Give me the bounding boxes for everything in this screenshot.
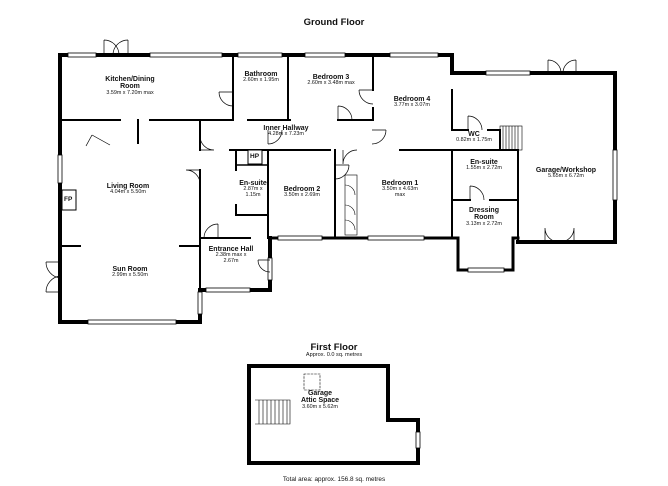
room-name: Bedroom 1 <box>381 180 419 187</box>
room-name: Entrance Hall <box>208 246 254 253</box>
room-bedroom1: Bedroom 1 3.50m x 4.63m max <box>377 180 423 199</box>
room-garage: Garage/Workshop 5.65m x 6.72m <box>536 167 596 180</box>
room-name: WC <box>468 131 480 138</box>
room-dims: 2.87m x 1.15m <box>243 186 263 199</box>
room-name: Sun Room <box>112 266 148 273</box>
ground-floor-title: Ground Floor <box>303 17 365 28</box>
room-dressing: Dressing Room 3.13m x 2.72m <box>460 207 508 227</box>
room-name: Garage Attic Space <box>300 390 340 405</box>
windows <box>57 52 618 325</box>
room-name: Garage/Workshop <box>535 167 597 174</box>
total-area: Total area: approx. 156.8 sq. metres <box>282 476 386 483</box>
room-ensuite-large: En-suite 1.55m x 2.72m <box>466 159 502 172</box>
room-attic: Garage Attic Space 3.60m x 5.62m <box>300 390 340 410</box>
room-dims: 4.04m x 5.50m <box>110 189 146 196</box>
room-dims: 2.60m x 1.95m <box>243 77 279 84</box>
fixtures <box>61 149 263 211</box>
first-floor-title: First Floor <box>310 342 358 353</box>
room-living: Living Room 4.04m x 5.50m <box>98 183 158 196</box>
fireplace-tag: FP <box>64 196 73 203</box>
room-name: Bedroom 2 <box>283 186 321 193</box>
room-bedroom3: Bedroom 3 2.60m x 3.48m max <box>306 74 356 87</box>
room-name: Bathroom <box>244 71 278 78</box>
room-wc: WC 0.82m x 1.75m <box>456 131 492 144</box>
room-dims: 0.82m x 1.75m <box>456 137 492 144</box>
room-name: Bedroom 4 <box>393 96 431 103</box>
room-dims: 3.60m x 5.62m <box>302 403 338 410</box>
room-dims: 3.50m x 2.69m <box>284 192 320 199</box>
room-dims: 2.99m x 5.50m <box>112 272 148 279</box>
room-dims: 3.13m x 2.72m <box>466 220 502 227</box>
room-bedroom2: Bedroom 2 3.50m x 2.69m <box>284 186 321 199</box>
room-entrance: Entrance Hall 2.38m max x 2.67m <box>207 246 255 265</box>
room-kitchen: Kitchen/Dining Room 3.59m x 7.20m max <box>95 76 165 96</box>
doors <box>45 39 577 293</box>
room-dims: 4.28m x 7.23m <box>268 131 304 138</box>
heat-pump-tag: HP <box>250 153 260 160</box>
room-dims: 5.65m x 6.72m <box>548 173 584 180</box>
room-name: Bedroom 3 <box>312 74 350 81</box>
room-sun: Sun Room 2.99m x 5.50m <box>100 266 160 279</box>
room-dims: 3.50m x 4.63m max <box>382 186 418 199</box>
room-bedroom4: Bedroom 4 3.77m x 3.07m <box>394 96 431 109</box>
first-floor-walls <box>247 364 421 465</box>
room-dims: 1.55m x 2.72m <box>466 165 502 172</box>
room-ensuite-small: En-suite 2.87m x 1.15m <box>238 180 268 199</box>
staircase-ground <box>499 125 523 151</box>
staircase-first <box>255 399 291 425</box>
room-dims: 2.60m x 3.48m max <box>307 80 355 87</box>
room-name: Dressing Room <box>469 207 499 222</box>
room-name: En-suite <box>239 180 267 187</box>
wardrobe <box>344 174 358 236</box>
room-bathroom: Bathroom 2.60m x 1.95m <box>243 71 279 84</box>
room-inner-hallway: Inner Hallway 4.28m x 7.23m <box>261 125 311 138</box>
room-dims: 3.59m x 7.20m max <box>106 89 154 96</box>
room-name: En-suite <box>470 159 498 166</box>
room-name: Inner Hallway <box>263 125 309 132</box>
room-name: Kitchen/Dining Room <box>105 76 155 91</box>
room-name: Living Room <box>106 183 150 190</box>
first-floor-area: Approx. 0.0 sq. metres <box>305 352 363 358</box>
room-dims: 3.77m x 3.07m <box>394 102 430 109</box>
room-dims: 2.38m max x 2.67m <box>215 252 247 265</box>
